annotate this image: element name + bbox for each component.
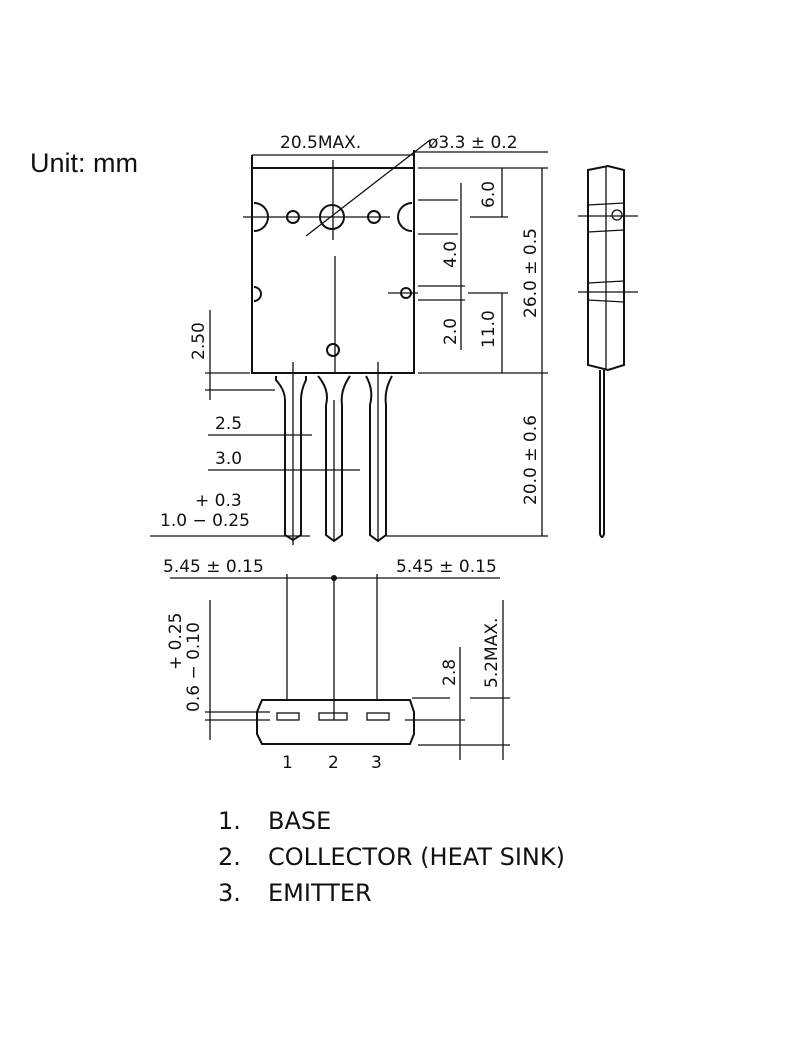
dim-3-0: 3.0 <box>215 449 242 469</box>
dim-lead-thickness-tol: + 0.25 <box>166 613 186 671</box>
dim-hole-diameter: ø3.3 ± 0.2 <box>428 133 518 153</box>
dim-11: 11.0 <box>479 310 499 348</box>
side-view <box>578 164 638 538</box>
dim-thickness-max: 5.2MAX. <box>482 618 502 688</box>
dim-2-5: 2.5 <box>215 414 242 434</box>
pin-number-2: 2 <box>328 753 339 773</box>
dim-pitch-right: 5.45 ± 0.15 <box>396 557 497 577</box>
pin-number-1: 1 <box>282 753 293 773</box>
pin-name: EMITTER <box>268 879 372 907</box>
pin-name: COLLECTOR (HEAT SINK) <box>268 843 565 871</box>
bottom-view <box>170 574 510 760</box>
dim-lead-width: 1.0 − 0.25 <box>160 511 250 531</box>
dim-width-max: 20.5MAX. <box>280 133 361 153</box>
dim-lead-thickness: 0.6 − 0.10 <box>184 622 204 712</box>
dim-lead-length: 20.0 ± 0.6 <box>521 415 541 505</box>
dim-2-8: 2.8 <box>440 659 460 686</box>
pin-name: BASE <box>268 807 332 835</box>
pin-legend-item: 3. EMITTER <box>218 875 565 911</box>
front-view <box>150 139 548 545</box>
dim-6: 6.0 <box>479 181 499 208</box>
dim-lead-width-tol: + 0.3 <box>195 491 242 511</box>
dim-2-50: 2.50 <box>189 322 209 360</box>
dim-height: 26.0 ± 0.5 <box>521 228 541 318</box>
pin-legend-item: 2. COLLECTOR (HEAT SINK) <box>218 839 565 875</box>
pin-num: 2. <box>218 843 241 871</box>
unit-label: Unit: mm <box>30 148 138 178</box>
dim-4: 4.0 <box>441 241 461 268</box>
pin-number-3: 3 <box>371 753 382 773</box>
dim-pitch-left: 5.45 ± 0.15 <box>163 557 264 577</box>
pin-num: 1. <box>218 807 241 835</box>
pin-legend-item: 1. BASE <box>218 803 565 839</box>
pin-num: 3. <box>218 879 241 907</box>
pin-legend: 1. BASE 2. COLLECTOR (HEAT SINK) 3. EMITTER <box>218 803 565 911</box>
dim-2: 2.0 <box>441 318 461 345</box>
